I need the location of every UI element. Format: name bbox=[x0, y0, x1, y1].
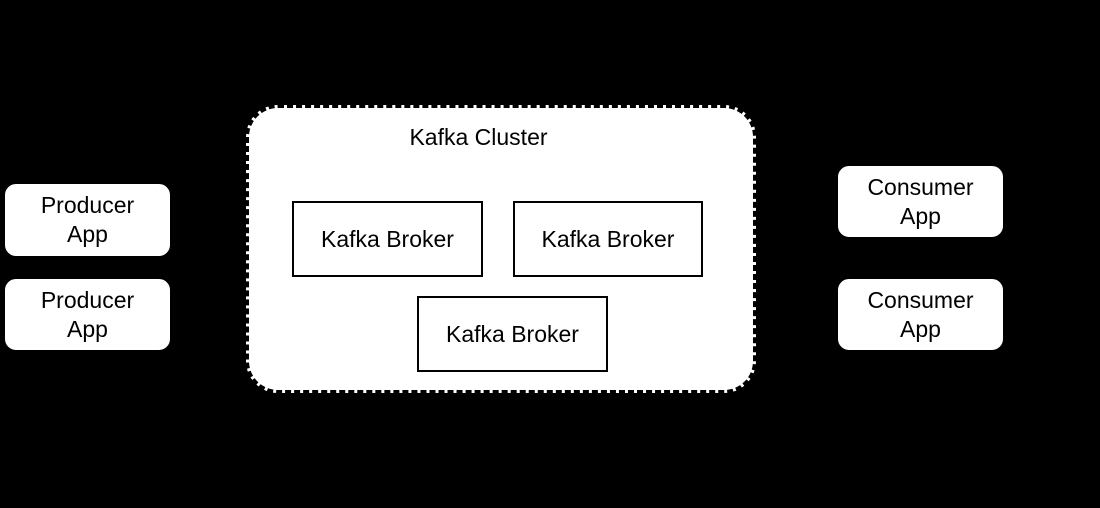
kafka-cluster-title: Kafka Cluster bbox=[409, 124, 548, 150]
kafka-broker-box-3: Kafka Broker bbox=[417, 296, 608, 372]
consumer-app-label-line2: App bbox=[900, 202, 941, 229]
kafka-broker-box-1: Kafka Broker bbox=[292, 201, 483, 277]
consumer-app-label-line1: Consumer bbox=[867, 173, 974, 200]
consumer-app-label-line2: App bbox=[900, 315, 941, 342]
kafka-broker-label: Kafka Broker bbox=[541, 225, 675, 252]
consumer-app-box-2: Consumer App bbox=[837, 278, 1004, 351]
producer-app-label-line1: Producer bbox=[40, 192, 135, 218]
consumer-app-label-line1: Consumer bbox=[867, 286, 974, 313]
producer-app-label-line1: Producer bbox=[40, 286, 135, 313]
kafka-cluster-box: Kafka Cluster Kafka Broker Kafka Broker … bbox=[246, 105, 756, 393]
kafka-broker-label: Kafka Broker bbox=[321, 225, 454, 252]
producer-app-box-1: Producer App bbox=[4, 183, 171, 257]
producer-app-label-line2: App bbox=[67, 221, 108, 247]
producer-app-box-2: Producer App bbox=[4, 278, 171, 351]
kafka-broker-label: Kafka Broker bbox=[446, 320, 579, 347]
kafka-broker-box-2: Kafka Broker bbox=[513, 201, 703, 277]
consumer-app-box-1: Consumer App bbox=[837, 165, 1004, 238]
producer-app-label-line2: App bbox=[67, 315, 108, 342]
